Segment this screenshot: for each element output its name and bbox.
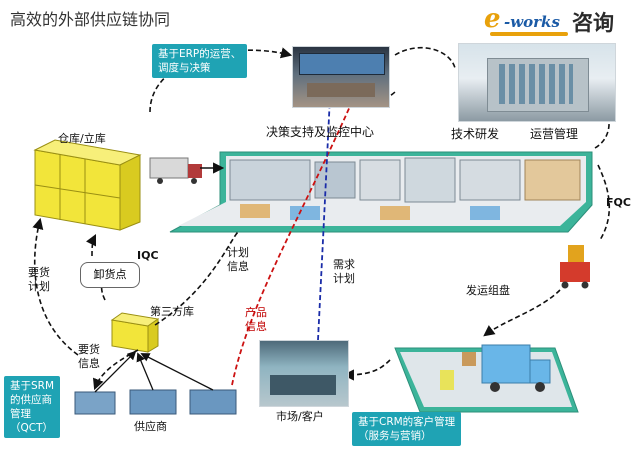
ship-group-label: 发运组盘 [466, 282, 510, 298]
inbound-truck [150, 158, 202, 184]
control-center-photo [292, 46, 390, 108]
factory-platform [170, 152, 592, 232]
decision-center-label: 决策支持及监控中心 [266, 123, 374, 140]
third-party-wh-label: 第三方库 [150, 303, 194, 319]
tech-rd-label: 技术研发 [451, 125, 499, 142]
warehouse-racks [35, 140, 140, 230]
fqc-label: FQC [606, 196, 631, 209]
demand-plan-label: 需求 计划 [333, 258, 355, 286]
supplier-pallets [75, 390, 236, 414]
delivery-platform [395, 345, 578, 412]
srm-box: 基于SRM 的供应商 管理 （QCT） [4, 376, 60, 438]
erp-box: 基于ERP的运营、 调度与决策 [152, 44, 247, 78]
flow-delivery-to-market [345, 360, 390, 375]
unload-point: 卸货点 [80, 262, 140, 288]
iqc-label: IQC [137, 249, 159, 262]
plan-info-label: 计划 信息 [227, 246, 249, 274]
warehouse-label: 仓库/立库 [58, 130, 106, 146]
flow-unload-to-warehouse [92, 236, 95, 256]
req-info-label: 要货 信息 [78, 343, 100, 371]
ops-mgmt-label: 运营管理 [530, 125, 578, 142]
market-photo [259, 340, 349, 407]
flow-center-tech [395, 48, 455, 68]
forklift [560, 245, 590, 289]
supplier-links [95, 352, 213, 392]
supplier-label: 供应商 [134, 418, 167, 434]
crm-box: 基于CRM的客户管理 （服务与营销） [352, 412, 461, 446]
office-building-photo [458, 43, 616, 122]
product-info-label: 产品 信息 [245, 306, 267, 334]
market-customer-label: 市场/客户 [276, 408, 324, 424]
req-plan-label: 要货 计划 [28, 266, 50, 294]
